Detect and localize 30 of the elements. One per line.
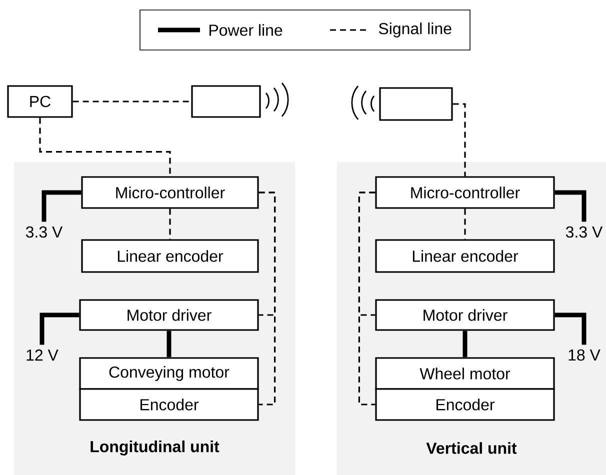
power-line [554,190,586,222]
process-box: Micro-controller [375,176,555,209]
power-line [554,312,586,345]
process-box: PC [7,85,73,118]
legend-label: Signal line [378,22,452,38]
process-box: Wheel motor [375,357,555,390]
process-box: Micro-controller [81,176,259,209]
voltage-label: 3.3 V [26,226,63,238]
signal-line [358,192,376,406]
voltage-label: 12 V [26,349,58,361]
power-line [40,312,80,345]
process-box: Encoder [79,388,259,421]
signal-line [258,192,276,406]
legend-label: Power line [210,24,282,36]
process-box: Motor driver [375,299,555,331]
signal-line [39,118,171,176]
radio-module-box [379,87,453,121]
power-line [462,330,468,358]
process-box: Motor driver [79,299,259,331]
process-box: Linear encoder [375,239,555,273]
process-box: Conveying motor [79,357,259,390]
power-line [166,330,172,358]
radio-module-box [191,85,261,118]
process-box: Encoder [375,388,555,421]
signal-line [452,103,466,176]
signal-line [72,100,192,102]
process-box: Linear encoder [81,239,259,273]
power-line [42,190,82,222]
voltage-label: 3.3 V [566,226,603,238]
voltage-label: 18 V [568,349,600,361]
